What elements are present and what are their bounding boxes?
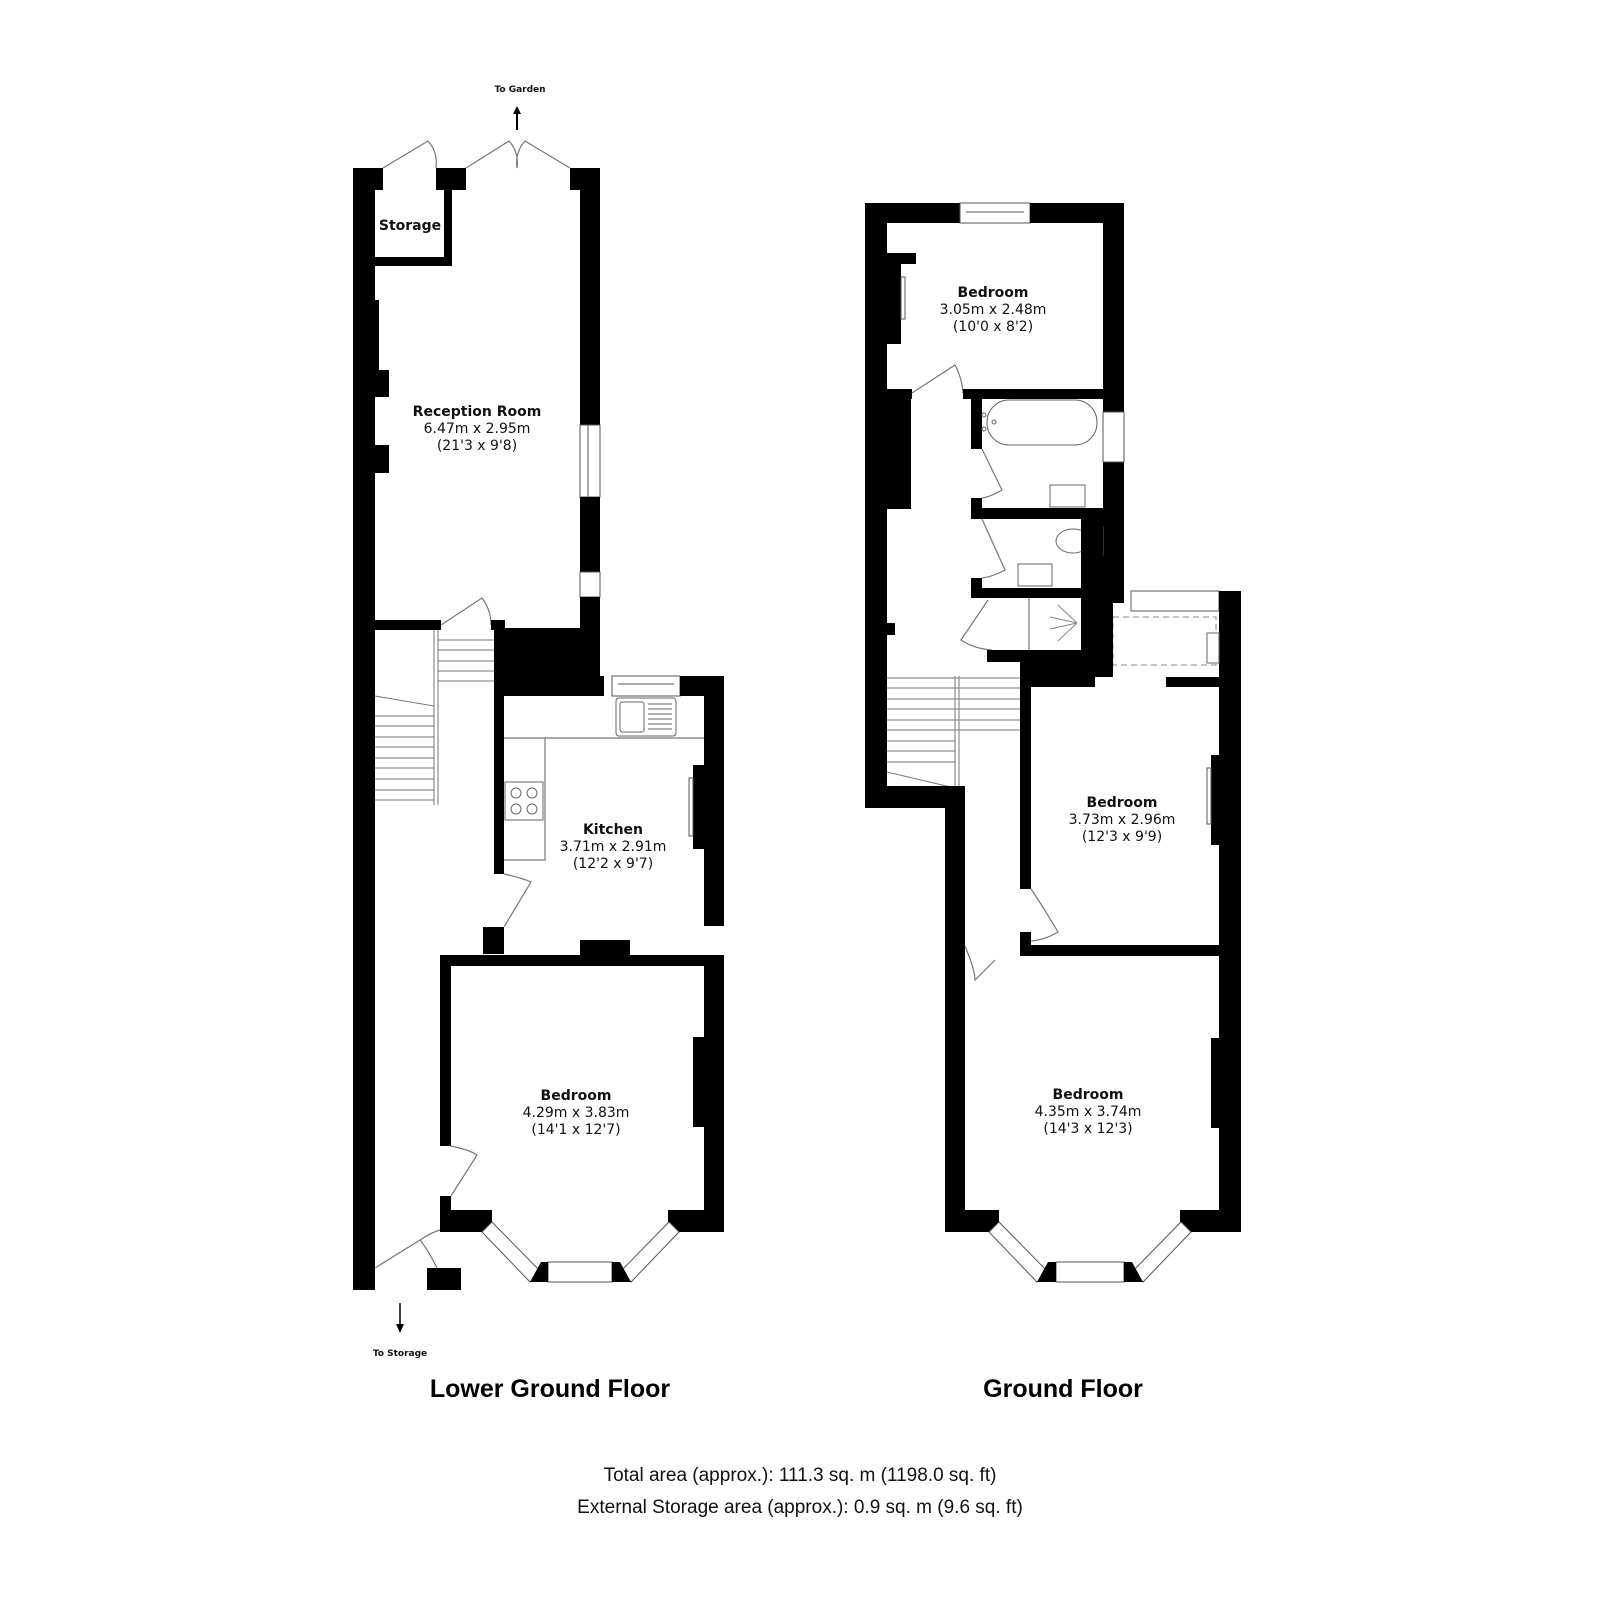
room-dimensions-imperial: (14'3 x 12'3) [1043, 1121, 1133, 1137]
ground-floor-title: Ground Floor [983, 1375, 1143, 1403]
room-name: Reception Room [412, 404, 542, 420]
rear-bedroom-label: Bedroom 3.05m x 2.48m (10'0 x 8'2) [940, 285, 1047, 336]
storage-room-label: Storage [378, 218, 442, 234]
room-dimensions-imperial: (21'3 x 9'8) [436, 438, 518, 454]
reception-room-label: Reception Room 6.47m x 2.95m (21'3 x 9'8… [413, 404, 542, 455]
sink-icon [1017, 563, 1053, 587]
room-dimensions-metric: 3.71m x 2.91m [559, 839, 667, 855]
room-dimensions-imperial: (12'2 x 9'7) [572, 856, 654, 872]
to-storage-label: To Storage [372, 1349, 428, 1359]
room-name: Bedroom [1086, 795, 1158, 811]
sink-icon [1049, 484, 1086, 508]
hob-icon [504, 781, 544, 821]
room-dimensions-imperial: (14'1 x 12'7) [531, 1122, 621, 1138]
lower-bedroom-label: Bedroom 4.29m x 3.83m (14'1 x 12'7) [523, 1088, 630, 1139]
room-name: Kitchen [582, 822, 644, 838]
room-dimensions-metric: 3.73m x 2.96m [1068, 812, 1176, 828]
external-storage-area-text: External Storage area (approx.): 0.9 sq.… [577, 1497, 1023, 1518]
room-dimensions-metric: 6.47m x 2.95m [423, 421, 531, 437]
total-area-text: Total area (approx.): 111.3 sq. m (1198.… [603, 1465, 997, 1486]
room-dimensions-imperial: (12'3 x 9'9) [1081, 829, 1163, 845]
room-dimensions-metric: 4.35m x 3.74m [1034, 1104, 1142, 1120]
to-garden-label: To Garden [494, 85, 546, 95]
room-dimensions-imperial: (10'0 x 8'2) [952, 319, 1034, 335]
middle-bedroom-label: Bedroom 3.73m x 2.96m (12'3 x 9'9) [1069, 795, 1176, 846]
lower-ground-floor-title: Lower Ground Floor [429, 1375, 671, 1403]
room-dimensions-metric: 4.29m x 3.83m [522, 1105, 630, 1121]
room-name: Bedroom [1052, 1087, 1124, 1103]
front-bedroom-label: Bedroom 4.35m x 3.74m (14'3 x 12'3) [1035, 1087, 1142, 1138]
kitchen-label: Kitchen 3.71m x 2.91m (12'2 x 9'7) [560, 822, 667, 873]
lower-ground-floor-plan [353, 106, 724, 1333]
ground-floor-plan [865, 202, 1241, 1283]
room-name: Bedroom [540, 1088, 612, 1104]
room-name: Bedroom [957, 285, 1029, 301]
room-dimensions-metric: 3.05m x 2.48m [939, 302, 1047, 318]
